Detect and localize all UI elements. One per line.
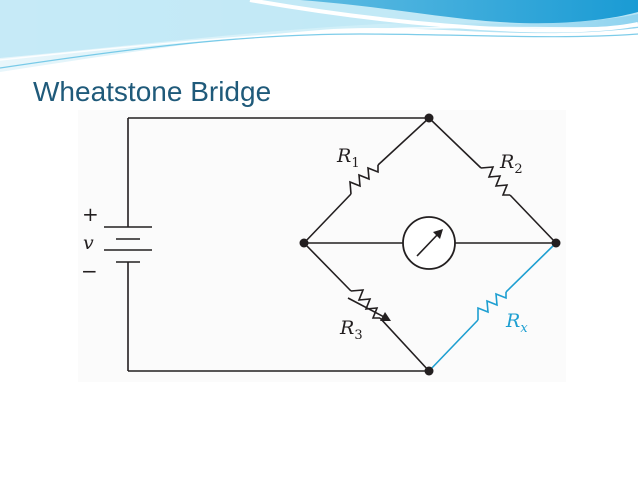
variable-arrow-head — [380, 312, 391, 321]
node-bottom — [424, 366, 434, 376]
label-r3: R3 — [339, 317, 363, 343]
galvanometer-icon — [402, 216, 456, 270]
galvanometer-needle-head — [433, 229, 443, 239]
circuit-panel: + v − — [78, 110, 566, 382]
galvanometer-needle — [416, 232, 440, 257]
wave-band-dark — [0, 0, 638, 24]
source-plus-sign: + — [82, 202, 99, 226]
wave-line-blue — [0, 33, 638, 69]
wave-line-thin — [0, 25, 638, 61]
label-r1: R1 — [336, 145, 360, 171]
source-voltage-label: v — [83, 232, 94, 254]
battery-source — [104, 226, 152, 263]
wheatstone-bridge-circuit: + v − — [81, 113, 561, 376]
node-right — [551, 238, 561, 248]
label-rx: Rx — [505, 310, 528, 336]
header-wave-decoration — [0, 0, 638, 72]
variable-arrow-shaft — [347, 297, 387, 319]
slide-title: Wheatstone Bridge — [33, 76, 272, 107]
resistor-r2 — [428, 117, 557, 244]
wave-line-white — [249, 0, 638, 33]
source-minus-sign: − — [81, 259, 98, 283]
node-top — [424, 113, 434, 123]
node-left — [299, 238, 309, 248]
label-r2: R2 — [499, 151, 523, 177]
resistor-rx — [428, 242, 557, 372]
resistor-r1 — [303, 117, 430, 244]
resistor-r3-variable — [303, 242, 430, 372]
